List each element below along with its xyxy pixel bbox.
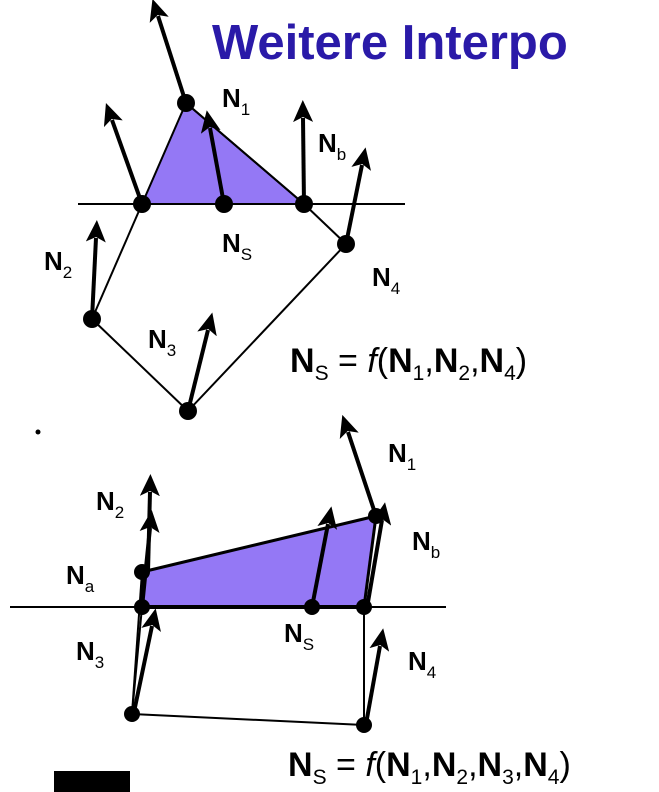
vertex <box>134 599 150 615</box>
normal-arrow-n4 <box>344 147 372 245</box>
normal-arrow <box>103 103 144 205</box>
normal-arrow-ns <box>310 506 338 608</box>
bottom-edge <box>131 713 365 726</box>
normal-arrow-n1 <box>149 0 188 104</box>
vertex <box>133 195 151 213</box>
label-n1: N1 <box>388 438 416 474</box>
label-n4: N4 <box>372 262 400 298</box>
label-n4: N4 <box>408 646 436 682</box>
top-diagram: N1 Nb NS N2 N4 N3 <box>44 0 405 420</box>
normal-arrow-n2 <box>85 220 106 320</box>
label-n1: N1 <box>222 83 250 119</box>
normal-arrow-n1 <box>339 414 378 517</box>
label-ns: NS <box>284 618 314 654</box>
bottom-diagram: N1 N2 Nb Na NS N3 N4 <box>10 414 446 733</box>
label-n3: N3 <box>148 324 176 360</box>
top-edge <box>91 318 189 412</box>
normal-arrow-n3 <box>132 608 161 713</box>
bottom-filled-region <box>141 514 378 608</box>
vertex <box>215 195 233 213</box>
bottom-edge <box>362 515 378 608</box>
vertex <box>356 599 372 615</box>
normal-arrow-nb <box>293 100 314 205</box>
vertex <box>356 717 372 733</box>
bottom-edge <box>131 606 143 715</box>
top-edge <box>187 243 347 412</box>
label-n2: N2 <box>44 246 72 282</box>
slide-title: Weitere Interpo <box>212 16 568 70</box>
corner-bar <box>54 771 130 792</box>
vertex <box>295 195 313 213</box>
label-n3: N3 <box>76 636 104 672</box>
normal-arrow-nb <box>366 502 392 603</box>
label-nb: Nb <box>412 526 440 562</box>
top-edge <box>303 203 347 245</box>
normal-arrow-ns <box>200 110 226 205</box>
normal-arrow-n4 <box>364 628 390 725</box>
stray-dot <box>35 429 41 435</box>
vertex <box>368 508 384 524</box>
vertex <box>134 564 150 580</box>
label-ns: NS <box>222 228 252 264</box>
vertex <box>304 599 320 615</box>
top-edge <box>91 203 143 320</box>
vertex <box>83 310 101 328</box>
vertex <box>179 402 197 420</box>
normal-arrow-n3 <box>186 312 217 412</box>
equation-top: NS = f(N1,N2,N4) <box>290 342 527 385</box>
vertex <box>337 235 355 253</box>
equation-bottom: NS = f(N1,N2,N3,N4) <box>288 746 571 789</box>
vertex <box>124 706 140 722</box>
label-nb: Nb <box>318 128 346 164</box>
label-n2: N2 <box>96 486 124 522</box>
vertex <box>177 94 195 112</box>
label-na: Na <box>66 560 95 596</box>
